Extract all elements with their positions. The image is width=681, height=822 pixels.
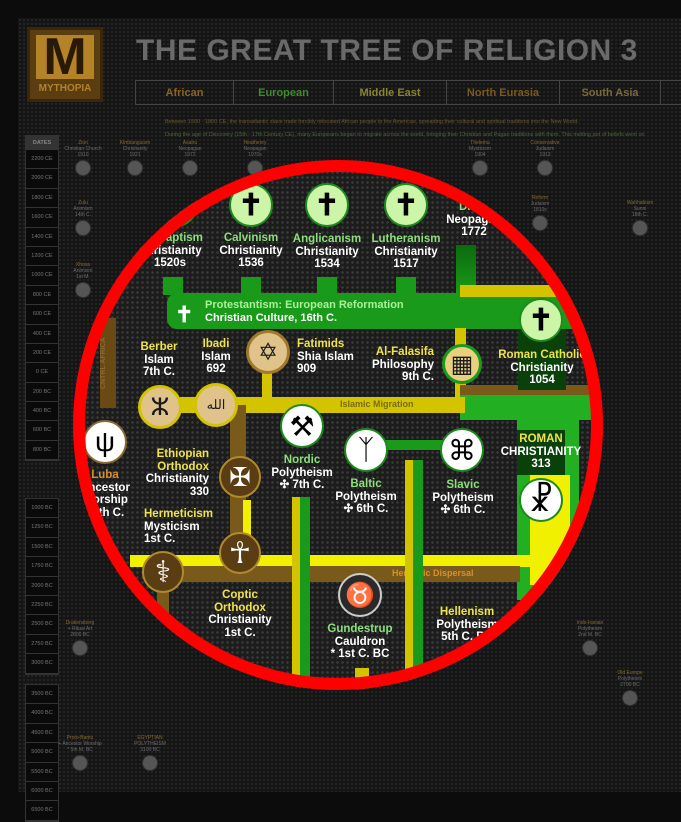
node-text: EGYPTIAN xyxy=(137,735,163,741)
date-cell: 800 CE xyxy=(26,286,58,306)
node-text: 1972 xyxy=(184,152,196,158)
date-cell: 3000 BC xyxy=(26,654,58,674)
tab-north-eurasia[interactable]: North Eurasia xyxy=(447,81,560,104)
tab-european[interactable]: European xyxy=(234,81,334,104)
date-cell: 1000 CE xyxy=(26,266,58,286)
node-text: Polytheism xyxy=(617,676,643,682)
date-cell: 1750 BC xyxy=(26,557,58,577)
node-text: Proto-Bantu xyxy=(66,735,94,741)
node-text: Christian Church xyxy=(64,146,102,152)
date-cell: 600 CE xyxy=(26,305,58,325)
date-cell: 400 BC xyxy=(26,402,58,422)
node-text: Asatru xyxy=(182,140,198,146)
node-text: Kimbanguism xyxy=(119,140,151,146)
tab-label: Middle East xyxy=(359,86,421,99)
date-cell: 1500 BC xyxy=(26,538,58,558)
date-cell: 2250 BC xyxy=(26,596,58,616)
date-cell: 3500 BC xyxy=(26,685,58,705)
dates-header: DATES xyxy=(26,136,58,150)
node-text: 2700 BC xyxy=(620,682,640,688)
date-cell: 0 CE xyxy=(26,363,58,383)
node-text: Conservative xyxy=(530,140,560,146)
node-text: Thelema xyxy=(470,140,490,146)
node-text: Heathenry xyxy=(243,140,267,146)
date-cell: 600 BC xyxy=(26,421,58,441)
node-icon xyxy=(142,755,158,771)
node-text: 1910 xyxy=(77,152,89,158)
node-text: Christianity xyxy=(122,146,148,152)
node-text: 1904 xyxy=(474,152,486,158)
date-cell: 1000 BC xyxy=(26,499,58,519)
tab-label: African xyxy=(165,86,204,99)
date-cell: 200 CE xyxy=(26,344,58,364)
node-text: Mysticism xyxy=(469,146,491,152)
tab-label: European xyxy=(258,86,309,99)
node-text: Neopagan xyxy=(178,146,202,152)
date-cell: 2200 CE xyxy=(26,150,58,170)
tab-middle-east[interactable]: Middle East xyxy=(334,81,447,104)
date-cell: 4000 BC xyxy=(26,704,58,724)
node-text: Old Europe xyxy=(617,670,643,676)
date-cell: 2750 BC xyxy=(26,635,58,655)
red-highlight-ring xyxy=(73,160,603,690)
node-text: Judaism xyxy=(535,146,555,152)
date-cell: 5500 BC xyxy=(26,763,58,782)
date-cell: 1400 CE xyxy=(26,228,58,247)
node-icon xyxy=(622,690,638,706)
logo-letter: M xyxy=(36,31,94,83)
tab-label: North Eurasia xyxy=(466,86,540,99)
node-text: + Ancestor Worship xyxy=(58,741,102,747)
node-text: 3100 BC xyxy=(140,747,160,753)
date-cell: 2500 BC xyxy=(26,615,58,635)
banner-africa: Between 1500 - 1800 CE, the transatlanti… xyxy=(165,119,579,125)
date-cell: 2000 BC xyxy=(26,577,58,596)
node-text: 1921 xyxy=(129,152,141,158)
date-cell: 400 CE xyxy=(26,325,58,344)
tab-african[interactable]: African xyxy=(136,81,234,104)
node-icon xyxy=(72,755,88,771)
node-text: 18th C. xyxy=(631,212,649,218)
mythopia-logo: M MYTHOPIA xyxy=(27,27,103,102)
date-cell: 1250 BC xyxy=(26,518,58,538)
node-text: Zion xyxy=(78,140,88,146)
logo-text: MYTHOPIA xyxy=(38,83,92,94)
region-tabs: African European Middle East North Euras… xyxy=(135,80,681,105)
node-text: * 5th M. BC xyxy=(67,747,93,753)
node-text: Neopagan xyxy=(243,146,267,152)
page-title: THE GREAT TREE OF RELIGION 3 xyxy=(136,34,638,67)
date-cell: 800 BC xyxy=(26,441,58,461)
date-cell: 2000 CE xyxy=(26,169,58,189)
date-cell: 6500 BC xyxy=(26,801,58,821)
background-node[interactable]: Proto-Bantu+ Ancestor Worship* 5th M. BC xyxy=(55,735,105,773)
date-cell: 1800 CE xyxy=(26,189,58,209)
banner-europe: During the age of Discovery (15th - 17th… xyxy=(165,132,645,138)
tab-label: South Asia xyxy=(581,86,639,99)
node-text: Wahhabism xyxy=(626,200,654,206)
date-cell: 5000 BC xyxy=(26,743,58,763)
node-text: 1913 xyxy=(539,152,551,158)
date-cell: 1200 CE xyxy=(26,247,58,267)
date-cell: 1600 CE xyxy=(26,208,58,228)
tab-south-asia[interactable]: South Asia xyxy=(560,81,661,104)
node-text: 1970s xyxy=(248,152,262,158)
date-cell: 200 BC xyxy=(26,383,58,403)
node-icon xyxy=(632,220,648,236)
node-text: Sunni xyxy=(633,206,647,212)
tab-more[interactable] xyxy=(661,81,681,104)
node-text: POLYTHEISM xyxy=(134,741,166,747)
date-cell: 4500 BC xyxy=(26,724,58,744)
